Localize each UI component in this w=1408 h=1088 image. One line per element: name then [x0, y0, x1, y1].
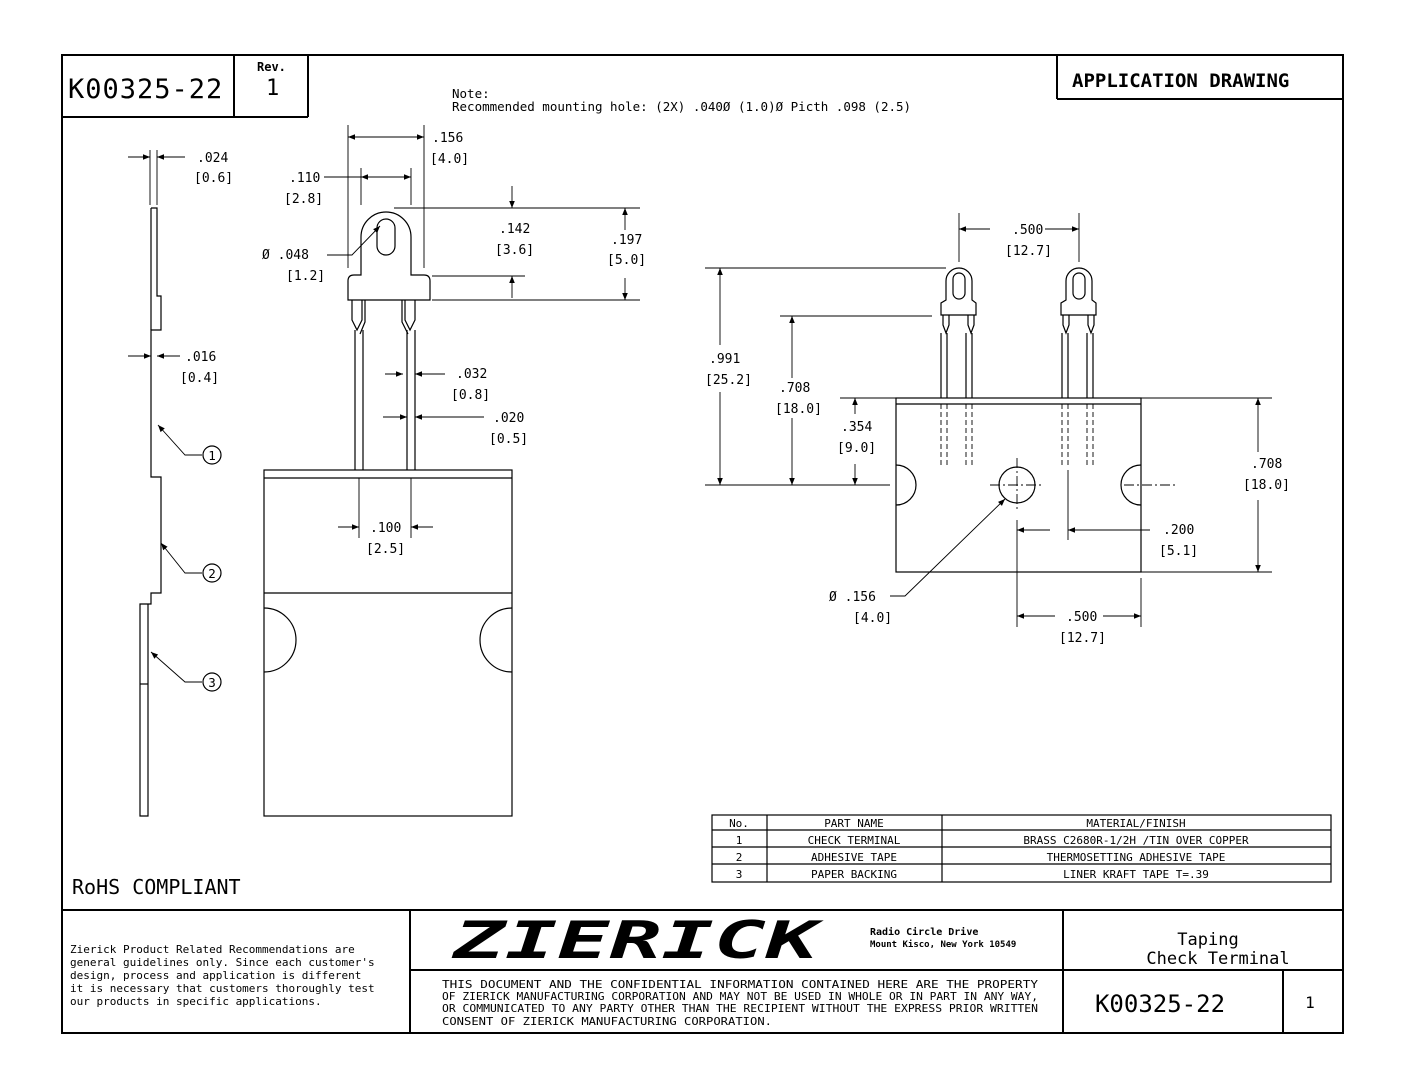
confidential-line-3: OR COMMUNICATED TO ANY PARTY OTHER THAN … — [442, 1003, 1038, 1015]
asm-dim-hole-156-metric: [4.0] — [853, 611, 892, 626]
parts-table: No. PART NAME MATERIAL/FINISH 1 CHECK TE… — [711, 814, 1332, 883]
balloon-1 — [202, 445, 222, 465]
asm-dim-500-top: .500 — [1012, 223, 1043, 238]
asm-dim-500-top-metric: [12.7] — [1005, 244, 1052, 259]
dim-110-metric: [2.8] — [284, 192, 323, 207]
side-dim-024: .024 — [197, 151, 228, 166]
dim-156: .156 — [432, 131, 463, 146]
address-line-1: Radio Circle Drive — [870, 926, 978, 938]
company-logo: ZIERICK — [451, 911, 824, 971]
dim-020-metric: [0.5] — [489, 432, 528, 447]
asm-dim-991-metric: [25.2] — [705, 373, 752, 388]
asm-dim-708-left-metric: [18.0] — [775, 402, 822, 417]
dim-197: .197 — [611, 233, 642, 248]
confidential-line-4: CONSENT OF ZIERICK MANUFACTURING CORPORA… — [442, 1016, 772, 1028]
disclaimer-line-4: it is necessary that customers thoroughl… — [70, 982, 375, 995]
header-part-number: K00325-22 — [68, 74, 223, 105]
side-view: .024 [0.6] .016 [0.4] 1 2 3 — [128, 150, 233, 817]
dim-hole-048: Ø .048 — [262, 248, 309, 263]
asm-dim-708-right-metric: [18.0] — [1243, 478, 1290, 493]
balloon-3-label: 3 — [208, 675, 216, 690]
table-row-1-name: CHECK TERMINAL — [808, 834, 901, 847]
table-row-1-no: 1 — [736, 834, 743, 847]
title-block-part-number: K00325-22 — [1095, 990, 1225, 1018]
disclaimer-line-2: general guidelines only. Since each cust… — [70, 956, 375, 969]
balloon-3 — [202, 672, 222, 692]
dim-hole-048-metric: [1.2] — [286, 269, 325, 284]
disclaimer-line-5: our products in specific applications. — [70, 995, 322, 1008]
title-block: Zierick Product Related Recommendations … — [62, 909, 1343, 1033]
note-label: Note: — [452, 86, 490, 101]
dim-156-metric: [4.0] — [430, 152, 469, 167]
table-row-2-no: 2 — [736, 851, 743, 864]
asm-dim-500-bottom: .500 — [1066, 610, 1097, 625]
table-row-3-name: PAPER BACKING — [811, 868, 897, 881]
asm-dim-708-right: .708 — [1251, 457, 1282, 472]
rohs-compliant: RoHS COMPLIANT — [72, 875, 241, 899]
asm-dim-200-metric: [5.1] — [1159, 544, 1198, 559]
dim-142-metric: [3.6] — [495, 243, 534, 258]
side-dim-016: .016 — [185, 350, 216, 365]
dim-032-metric: [0.8] — [451, 388, 490, 403]
note-text: Recommended mounting hole: (2X) .040Ø (1… — [452, 99, 911, 114]
side-dim-016-metric: [0.4] — [180, 371, 219, 386]
balloon-2-label: 2 — [208, 566, 216, 581]
asm-dim-991: .991 — [709, 352, 740, 367]
title-block-revision: 1 — [1305, 993, 1315, 1012]
table-header-material: MATERIAL/FINISH — [1086, 817, 1185, 830]
front-view: .156 [4.0] .110 [2.8] .142 [3.6] .197 [5… — [262, 125, 646, 817]
disclaimer-line-3: design, process and application is diffe… — [70, 969, 361, 982]
table-row-1-material: BRASS C2680R-1/2H /TIN OVER COPPER — [1023, 834, 1249, 847]
dim-197-metric: [5.0] — [607, 253, 646, 268]
dim-032: .032 — [456, 367, 487, 382]
table-row-2-name: ADHESIVE TAPE — [811, 851, 897, 864]
asm-dim-354: .354 — [841, 420, 872, 435]
table-row-3-no: 3 — [736, 868, 743, 881]
balloon-1-label: 1 — [208, 448, 216, 463]
asm-dim-200: .200 — [1163, 523, 1194, 538]
dim-100: .100 — [370, 521, 401, 536]
asm-dim-708-left: .708 — [779, 381, 810, 396]
asm-dim-354-metric: [9.0] — [837, 441, 876, 456]
table-row-3-material: LINER KRAFT TAPE T=.39 — [1063, 868, 1209, 881]
header-rev-label: Rev. — [257, 60, 286, 74]
asm-dim-500-bottom-metric: [12.7] — [1059, 631, 1106, 646]
dim-020: .020 — [493, 411, 524, 426]
confidential-line-1: THIS DOCUMENT AND THE CONFIDENTIAL INFOR… — [442, 979, 1039, 991]
confidential-line-2: OF ZIERICK MANUFACTURING CORPORATION AND… — [442, 991, 1038, 1003]
dim-142: .142 — [499, 222, 530, 237]
side-dim-024-metric: [0.6] — [194, 171, 233, 186]
address-line-2: Mount Kisco, New York 10549 — [870, 939, 1016, 950]
dim-110: .110 — [289, 171, 320, 186]
drawing-title-line-2: Check Terminal — [1146, 949, 1289, 969]
drawing-title-line-1: Taping — [1177, 930, 1238, 950]
disclaimer-line-1: Zierick Product Related Recommendations … — [70, 943, 355, 956]
dim-100-metric: [2.5] — [366, 542, 405, 557]
table-header-part-name: PART NAME — [824, 817, 884, 830]
header-rev-value: 1 — [266, 76, 279, 101]
drawing-border — [61, 54, 1344, 1034]
asm-dim-hole-156: Ø .156 — [829, 590, 876, 605]
balloon-2 — [202, 563, 222, 583]
assembly-view: .500 [12.7] .991 [25.2] .708 [18.0] .354… — [705, 213, 1290, 646]
drawing-type-title: APPLICATION DRAWING — [1072, 70, 1289, 92]
table-header-no: No. — [729, 817, 749, 830]
table-row-2-material: THERMOSETTING ADHESIVE TAPE — [1047, 851, 1226, 864]
